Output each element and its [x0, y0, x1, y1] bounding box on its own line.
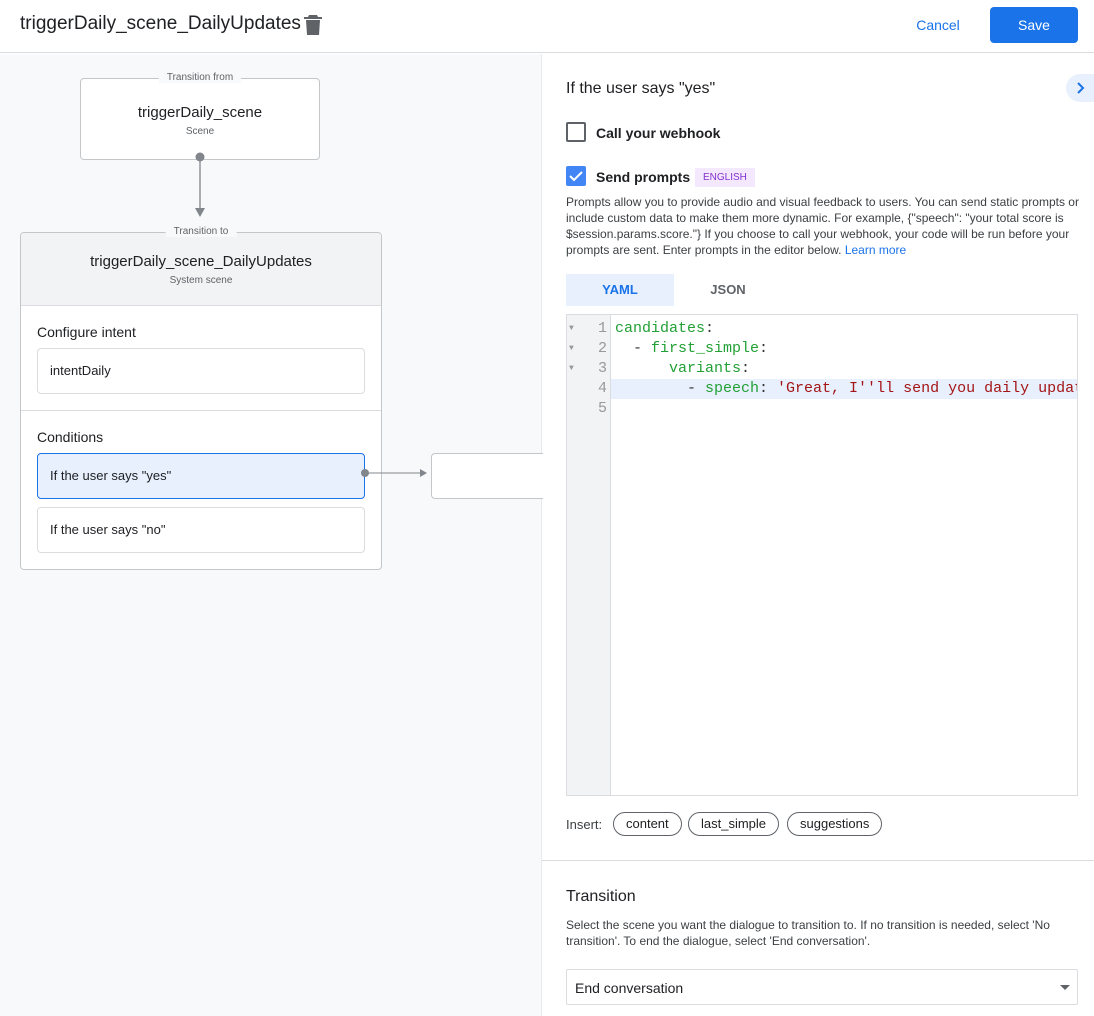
configure-intent-label: Configure intent [37, 324, 136, 340]
gutter [567, 315, 611, 795]
transition-to-card: Transition to triggerDaily_scene_DailyUp… [20, 226, 382, 570]
chevron-right-icon [1077, 82, 1085, 94]
collapse-panel-button[interactable] [1066, 74, 1094, 102]
to-scene-name: triggerDaily_scene_DailyUpdates [90, 253, 312, 270]
webhook-label: Call your webhook [596, 125, 721, 141]
condition-panel: If the user says "yes" Call your webhook… [542, 54, 1094, 1016]
save-button[interactable]: Save [990, 7, 1078, 43]
language-badge: ENGLISH [695, 168, 755, 187]
line-number: ▼2 [569, 340, 607, 357]
transition-select[interactable]: End conversation [566, 969, 1078, 1005]
fold-icon: ▼ [569, 324, 574, 333]
code-editor[interactable]: ▼1 ▼2 ▼3 4 5 candidates: - first_simple:… [566, 314, 1078, 796]
cancel-button[interactable]: Cancel [904, 8, 972, 42]
target-scene-node[interactable] [431, 453, 543, 499]
prompts-description: Prompts allow you to provide audio and v… [566, 195, 1079, 257]
to-scene-type: System scene [169, 275, 233, 286]
prompts-checkbox[interactable] [566, 166, 586, 186]
transition-from-legend: Transition from [158, 72, 242, 83]
dropdown-arrow-icon [1060, 985, 1070, 990]
transition-selected-value: End conversation [575, 980, 684, 996]
code-line: candidates: [615, 320, 715, 337]
scene-diagram: Transition from triggerDaily_scene Scene… [0, 54, 543, 1016]
transition-description: Select the scene you want the dialogue t… [566, 918, 1050, 948]
insert-chip-content[interactable]: content [613, 812, 682, 836]
line-number: 4 [597, 380, 607, 397]
insert-chip-suggestions[interactable]: suggestions [787, 812, 883, 836]
active-line-highlight [611, 379, 1077, 399]
line-number: 5 [597, 400, 607, 417]
learn-more-link[interactable]: Learn more [844, 243, 907, 257]
delete-icon[interactable] [304, 14, 322, 41]
condition-yes[interactable]: If the user says "yes" [37, 453, 365, 499]
condition-no[interactable]: If the user says "no" [37, 507, 365, 553]
from-scene-name: triggerDaily_scene [137, 104, 263, 121]
condition-connector [361, 469, 427, 477]
transition-to-legend: Transition to [165, 226, 237, 237]
check-icon [569, 171, 583, 182]
transition-from-card[interactable]: Transition from triggerDaily_scene Scene [80, 72, 320, 160]
tab-json[interactable]: JSON [710, 282, 746, 297]
tab-yaml[interactable]: YAML [566, 274, 674, 306]
code-line: variants: [669, 360, 751, 377]
conditions-label: Conditions [37, 429, 104, 445]
line-number: ▼1 [569, 320, 607, 337]
webhook-checkbox[interactable] [566, 122, 586, 142]
top-bar: triggerDaily_scene_DailyUpdates Cancel S… [0, 0, 1094, 53]
intent-item[interactable]: intentDaily [37, 348, 365, 394]
insert-label: Insert: [566, 817, 603, 832]
line-number: ▼3 [569, 360, 607, 377]
code-line: - first_simple: [615, 340, 769, 357]
prompts-label: Send prompts [596, 169, 691, 185]
insert-chip-last-simple[interactable]: last_simple [688, 812, 780, 836]
code-line: - speech: 'Great, I''ll send you daily u… [615, 380, 1078, 397]
fold-icon: ▼ [569, 344, 574, 353]
fold-icon: ▼ [569, 364, 574, 373]
panel-heading: If the user says "yes" [566, 80, 716, 97]
transition-heading: Transition [566, 888, 636, 905]
from-scene-type: Scene [185, 126, 215, 137]
page-title: triggerDaily_scene_DailyUpdates [20, 13, 301, 34]
connector-arrow [195, 152, 205, 217]
